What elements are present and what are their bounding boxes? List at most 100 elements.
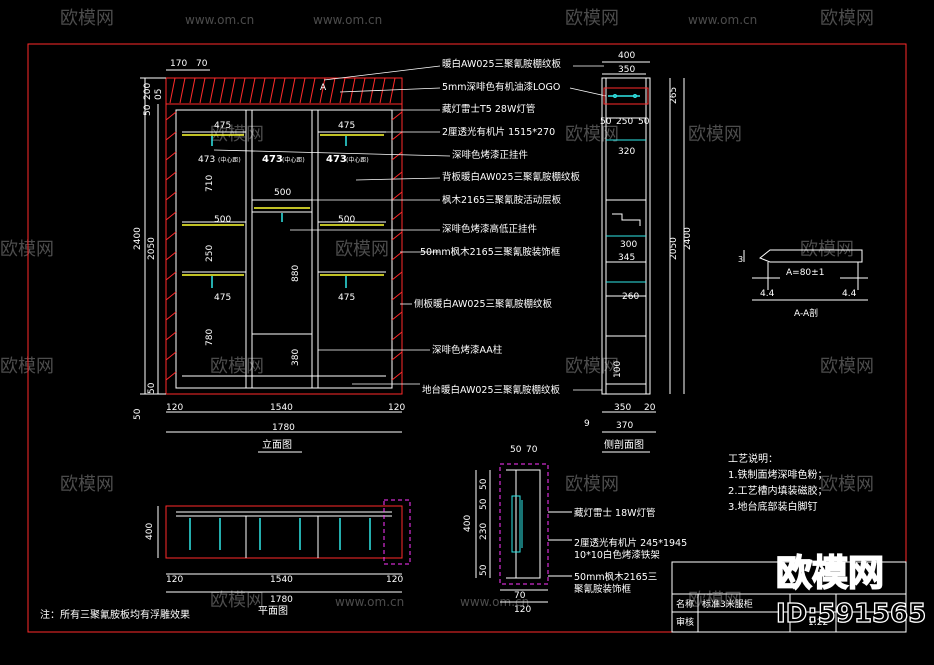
elevation-dims: 170 70 50 200 05 A 475 475 473 (中心距) 473… xyxy=(133,59,405,453)
svg-text:1:22: 1:22 xyxy=(808,618,828,628)
svg-text:2.工艺槽内填装磁胶；: 2.工艺槽内填装磁胶； xyxy=(728,484,828,497)
svg-text:50: 50 xyxy=(143,104,153,116)
watermark-brand: 欧模网 xyxy=(0,239,54,260)
svg-text:聚氰胺装饰框: 聚氰胺装饰框 xyxy=(574,583,632,595)
watermark-brand: 欧模网 xyxy=(210,590,264,611)
svg-text:400: 400 xyxy=(463,515,473,532)
svg-text:2400: 2400 xyxy=(683,227,693,250)
svg-text:4.4: 4.4 xyxy=(842,289,857,299)
side-hatch-left xyxy=(165,111,177,381)
watermark-brand: 欧模网 xyxy=(335,239,389,260)
svg-text:265: 265 xyxy=(669,87,679,104)
svg-text:10*10白色烤漆铁架: 10*10白色烤漆铁架 xyxy=(574,549,660,561)
hooks xyxy=(211,136,347,288)
svg-text:藏灯雷士T5 28W灯管: 藏灯雷士T5 28W灯管 xyxy=(442,103,535,115)
svg-text:50: 50 xyxy=(133,408,143,420)
svg-text:审核: 审核 xyxy=(676,616,694,628)
svg-text:475: 475 xyxy=(338,293,355,303)
watermark-url: www.om.cn xyxy=(335,595,404,609)
svg-text:2050: 2050 xyxy=(147,237,157,260)
watermark-brand: 欧模网 xyxy=(820,356,874,377)
svg-text:400: 400 xyxy=(618,51,635,61)
sheet-frame xyxy=(27,43,907,633)
svg-text:1780: 1780 xyxy=(270,595,293,605)
svg-text:深啡色烤漆高低正挂件: 深啡色烤漆高低正挂件 xyxy=(442,223,538,235)
svg-text:(中心距): (中心距) xyxy=(346,156,369,164)
svg-text:深啡色烤漆AA柱: 深啡色烤漆AA柱 xyxy=(432,344,503,356)
svg-text:200: 200 xyxy=(143,83,153,100)
svg-text:475: 475 xyxy=(338,121,355,131)
svg-text:1540: 1540 xyxy=(270,575,293,585)
svg-text:250: 250 xyxy=(205,245,215,262)
svg-text:370: 370 xyxy=(616,421,633,431)
svg-text:380: 380 xyxy=(291,349,301,366)
svg-text:50: 50 xyxy=(479,498,489,510)
side-section-view xyxy=(601,61,685,433)
svg-text:500: 500 xyxy=(214,215,231,225)
svg-text:475: 475 xyxy=(214,121,231,131)
svg-text:500: 500 xyxy=(274,188,291,198)
watermark-brand: 欧模网 xyxy=(565,474,619,495)
svg-text:50mm枫木2165三: 50mm枫木2165三 xyxy=(574,571,657,583)
svg-text:2050: 2050 xyxy=(669,237,679,260)
svg-text:170: 170 xyxy=(170,59,187,69)
svg-text:780: 780 xyxy=(205,329,215,346)
watermark-brand: 欧模网 xyxy=(688,590,742,611)
svg-text:50: 50 xyxy=(600,117,612,127)
svg-text:工艺说明：: 工艺说明： xyxy=(728,452,778,465)
svg-text:473: 473 xyxy=(198,155,215,165)
svg-text:70: 70 xyxy=(514,591,526,601)
svg-text:120: 120 xyxy=(166,575,183,585)
plan-dims: 400 120 1540 120 1780 平面图 xyxy=(145,523,403,617)
svg-text:120: 120 xyxy=(388,403,405,413)
svg-text:50: 50 xyxy=(510,445,522,455)
svg-text:(中心距): (中心距) xyxy=(218,156,241,164)
watermark-brand: 欧模网 xyxy=(60,474,114,495)
watermark-brand: 欧模网 xyxy=(210,356,264,377)
svg-text:475: 475 xyxy=(214,293,231,303)
svg-text:120: 120 xyxy=(386,575,403,585)
header-hatch xyxy=(169,77,396,104)
watermark-url: www.om.cn xyxy=(313,13,382,27)
svg-text:3.地台底部装白脚钉: 3.地台底部装白脚钉 xyxy=(728,500,818,513)
watermark-brand: 欧模网 xyxy=(688,124,742,145)
side-section-caption: 侧剖面图 xyxy=(604,438,644,451)
svg-text:9: 9 xyxy=(584,419,590,429)
svg-text:50: 50 xyxy=(638,117,650,127)
elevation-inner xyxy=(175,109,393,389)
svg-text:暖白AW025三聚氰胺棚纹板: 暖白AW025三聚氰胺棚纹板 xyxy=(442,58,562,70)
svg-text:枫木2165三聚氰胺活动层板: 枫木2165三聚氰胺活动层板 xyxy=(442,194,562,206)
watermark-brand: 欧模网 xyxy=(820,8,874,29)
watermark-brand: 欧模网 xyxy=(60,8,114,29)
svg-text:120: 120 xyxy=(166,403,183,413)
watermark-url: www.om.cn xyxy=(460,595,529,609)
elevation-outer xyxy=(165,103,403,395)
watermark-logo: 欧模网 ID:591565 xyxy=(775,552,927,629)
svg-text:320: 320 xyxy=(618,147,635,157)
svg-text:20: 20 xyxy=(644,403,656,413)
callouts xyxy=(213,65,607,391)
svg-text:50: 50 xyxy=(479,564,489,576)
svg-text:260: 260 xyxy=(622,292,639,302)
svg-text:ID:591565: ID:591565 xyxy=(776,599,926,629)
svg-text:345: 345 xyxy=(618,253,635,263)
svg-text:230: 230 xyxy=(479,523,489,540)
svg-text:120: 120 xyxy=(514,605,531,615)
section-mark: A xyxy=(320,83,327,93)
svg-text:350: 350 xyxy=(618,65,635,75)
svg-text:70: 70 xyxy=(526,445,538,455)
watermark-brand: 欧模网 xyxy=(565,124,619,145)
svg-text:1.铁制面烤深啡色粉；: 1.铁制面烤深啡色粉； xyxy=(728,468,828,481)
svg-text:300: 300 xyxy=(620,240,637,250)
svg-text:250: 250 xyxy=(616,117,633,127)
svg-text:50: 50 xyxy=(479,478,489,490)
title-block xyxy=(671,561,907,633)
shelves xyxy=(182,134,384,276)
aa-caption: A-A剖 xyxy=(794,307,818,319)
svg-text:4.4: 4.4 xyxy=(760,289,775,299)
svg-text:500: 500 xyxy=(338,215,355,225)
svg-text:A=80±1: A=80±1 xyxy=(786,268,824,278)
svg-text:标准3米服柜: 标准3米服柜 xyxy=(702,598,753,610)
